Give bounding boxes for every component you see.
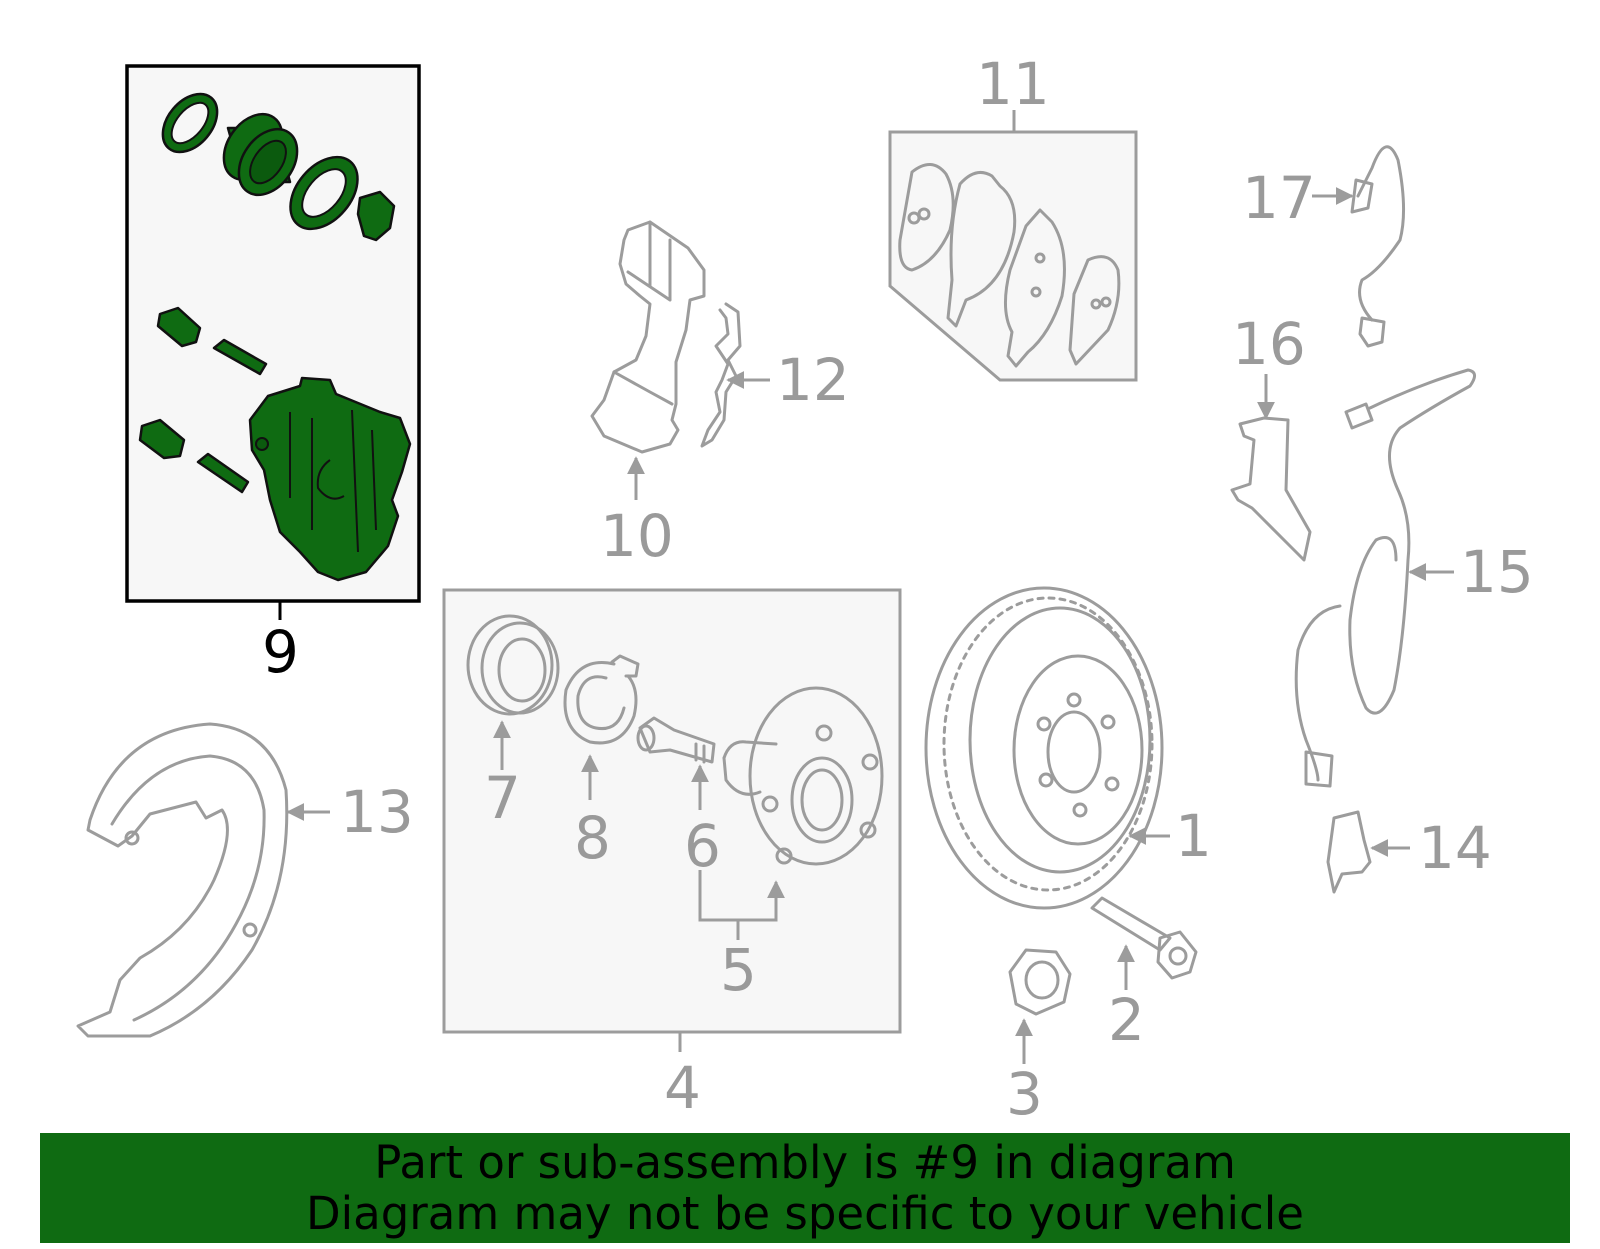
callout-11: 11 xyxy=(976,50,1050,118)
wheel-bearing xyxy=(466,614,560,716)
abs-sensor-wire xyxy=(1294,368,1476,788)
callout-7: 7 xyxy=(484,764,521,832)
brake-rotor xyxy=(924,586,1164,910)
banner-line-2: Diagram may not be specific to your vehi… xyxy=(306,1187,1304,1240)
callout-15: 15 xyxy=(1460,538,1534,606)
callout-14: 14 xyxy=(1418,814,1492,882)
abs-sensor xyxy=(1326,810,1372,894)
sensor-bracket xyxy=(1230,416,1312,562)
callout-8: 8 xyxy=(574,804,611,872)
callout-10: 10 xyxy=(600,502,674,570)
dust-shield xyxy=(76,722,289,1038)
banner-line-1: Part or sub-assembly is #9 in diagram xyxy=(374,1136,1236,1189)
caliper-guide-pins xyxy=(138,306,268,494)
hub-nut xyxy=(1008,948,1072,1016)
brake-pads-box[interactable] xyxy=(888,110,1138,382)
callout-5: 5 xyxy=(720,936,757,1004)
caliper-seal-ring xyxy=(161,92,219,154)
callout-1: 1 xyxy=(1175,802,1212,870)
callout-2: 2 xyxy=(1108,986,1145,1054)
caliper-clip xyxy=(356,190,396,242)
hub-bolt xyxy=(1090,896,1198,980)
diagram-notice-banner: Part or sub-assembly is #9 in diagram Di… xyxy=(40,1133,1570,1243)
caliper-bracket xyxy=(590,220,706,454)
callout-12: 12 xyxy=(776,346,850,414)
callout-4: 4 xyxy=(664,1054,701,1122)
caliper-housing xyxy=(248,376,412,582)
caliper-piston xyxy=(222,112,299,197)
brake-sensor-harness xyxy=(1350,145,1406,348)
snap-ring xyxy=(563,654,640,745)
caliper-dust-boot xyxy=(289,155,359,231)
anti-rattle-spring xyxy=(700,302,742,448)
callout-9: 9 xyxy=(262,618,299,686)
callout-16: 16 xyxy=(1232,310,1306,378)
wheel-hub xyxy=(722,686,884,866)
callout-6: 6 xyxy=(684,812,721,880)
callout-3: 3 xyxy=(1006,1060,1043,1128)
callout-13: 13 xyxy=(340,778,414,846)
callout-17: 17 xyxy=(1242,164,1316,232)
hub-assembly-box[interactable] xyxy=(442,588,902,1034)
caliper-assembly-box[interactable] xyxy=(125,64,421,620)
wheel-stud xyxy=(636,716,716,764)
